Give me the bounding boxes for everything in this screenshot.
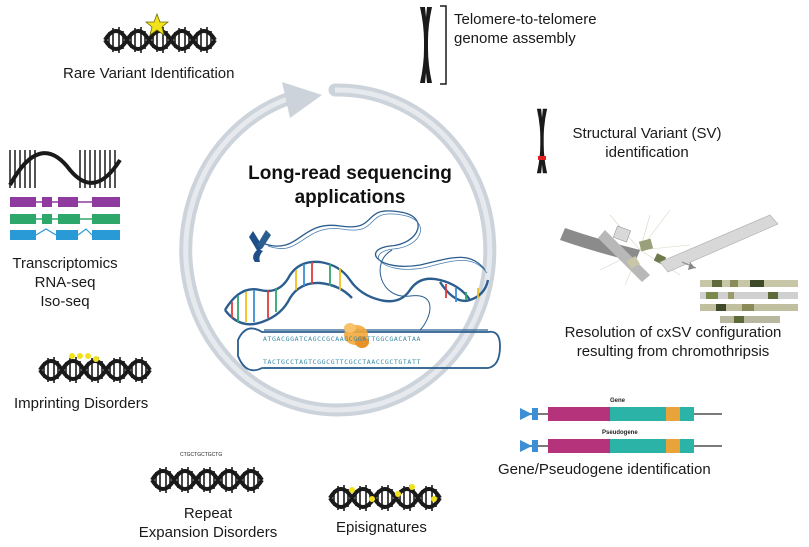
label-transcriptomics: Transcriptomics RNA-seq Iso-seq	[0, 254, 130, 311]
title-line-2: applications	[294, 187, 406, 208]
label-sv-line-1: Structural Variant (SV)	[572, 125, 722, 142]
label-cxsv: Resolution of cxSV configuration resulti…	[540, 323, 806, 361]
label-imprinting: Imprinting Disorders	[14, 395, 149, 412]
label-sv: Structural Variant (SV) identification	[558, 124, 736, 162]
label-repeat-line-2: Expansion Disorders	[138, 524, 278, 541]
label-rnaseq-line: RNA-seq	[34, 274, 96, 291]
label-repeat-line-1: Repeat	[183, 505, 233, 522]
label-repeat: Repeat Expansion Disorders	[110, 504, 306, 542]
t2t-chromosome-icon	[420, 5, 447, 85]
label-t2t: Telomere-to-telomere genome assembly	[454, 10, 597, 48]
label-t2t-line-2: genome assembly	[454, 30, 576, 47]
sv-chromosome-icon	[536, 108, 548, 174]
episignatures-dna-icon	[328, 483, 442, 513]
title-line-1: Long-read sequencing	[248, 163, 452, 184]
label-episignatures: Episignatures	[336, 519, 427, 536]
label-gene: Gene	[610, 398, 626, 404]
sequence-bottom: TACTGCCTAGTCGGCGTTCGCCTAACCGCTGTATT	[263, 358, 421, 366]
long-read-dna-icon	[223, 210, 501, 372]
label-isoseq-line: Iso-seq	[40, 293, 90, 310]
label-pseudogene: Pseudogene	[602, 430, 638, 436]
cycle-arrow	[179, 82, 497, 417]
rearranged-chromosomes	[700, 280, 798, 323]
label-rare-variant: Rare Variant Identification	[63, 65, 235, 82]
gene-pseudogene-icon	[520, 407, 722, 453]
diagram-title: Long-read sequencing applications	[215, 162, 485, 210]
label-cxsv-line-2: resulting from chromothripsis	[576, 343, 770, 360]
imprinting-dna-icon	[38, 353, 152, 385]
label-repeat-seq: CTGCTGCTGCTG	[180, 452, 223, 458]
repeat-dna-icon	[150, 465, 264, 495]
label-sv-line-2: identification	[605, 144, 689, 161]
label-t2t-line-1: Telomere-to-telomere	[454, 11, 597, 28]
transcriptomics-icon	[8, 150, 122, 240]
chromothripsis-icon	[560, 209, 798, 323]
label-gene-pseudogene: Gene/Pseudogene identification	[498, 461, 711, 478]
label-transcriptomics-line: Transcriptomics	[12, 255, 118, 272]
rare-variant-dna-icon	[103, 12, 217, 55]
sequence-top: ATGACGGATCAGCCGCAAGCGGATTGGCGACATAA	[263, 335, 421, 343]
label-cxsv-line-1: Resolution of cxSV configuration	[564, 324, 782, 341]
